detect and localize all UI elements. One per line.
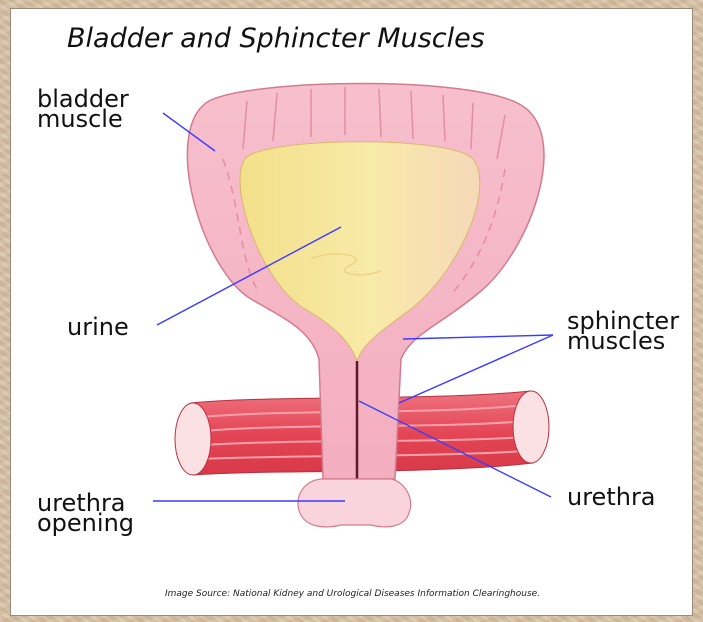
image-source-note: Image Source: National Kidney and Urolog…: [11, 589, 694, 599]
label-bladder-muscle-line2: muscle: [37, 109, 129, 129]
urethra-opening-shape: [298, 479, 411, 527]
label-urethra-opening-line2: opening: [37, 513, 134, 533]
urine-fill: [240, 142, 480, 361]
label-sphincter-muscles: sphincter muscles: [567, 311, 679, 351]
label-sphincter-line2: muscles: [567, 331, 679, 351]
label-urethra-opening: urethra opening: [37, 493, 134, 533]
label-bladder-muscle: bladder muscle: [37, 89, 129, 129]
diagram-panel: Bladder and Sphincter Muscles: [10, 8, 693, 616]
label-urine: urine: [67, 317, 129, 337]
label-urethra: urethra: [567, 487, 656, 507]
